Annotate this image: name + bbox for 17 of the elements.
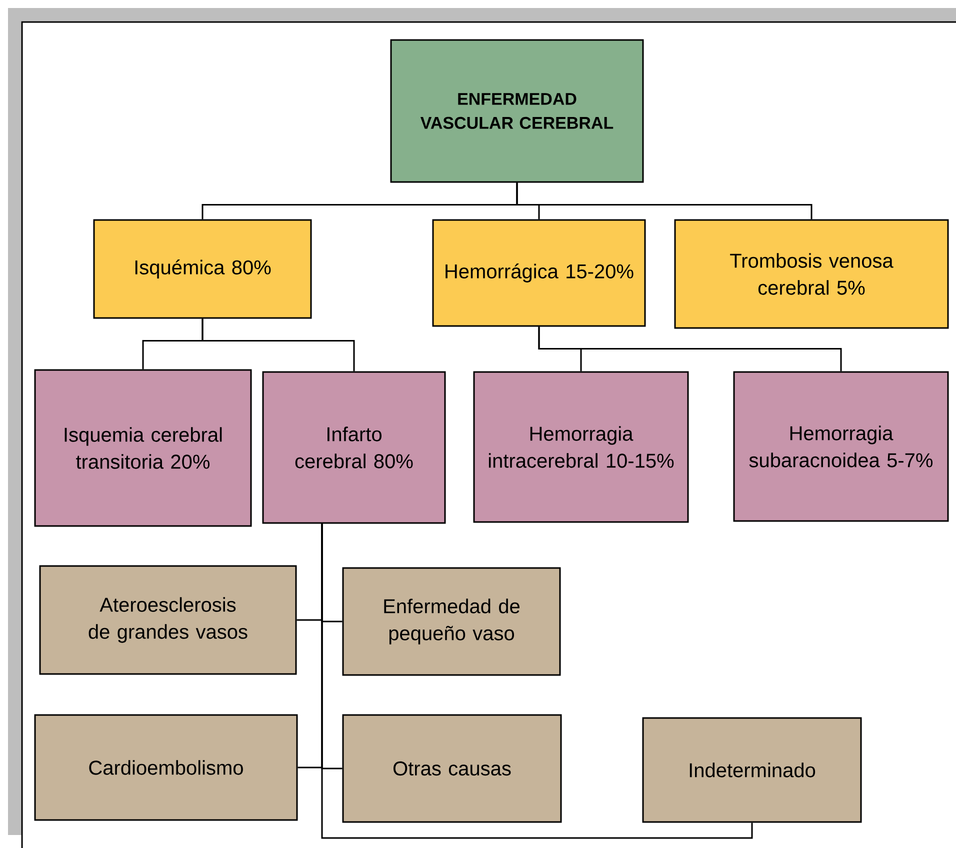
category-box: Isquémica 80% [93,219,312,319]
cause-box: Otras causas [342,714,562,823]
cause-box: Indeterminado [642,717,862,823]
category-box: Hemorrágica 15-20% [432,219,646,327]
connector-line [516,182,812,220]
connector-line [321,523,753,839]
category-box: Trombosis venosa cerebral 5% [674,219,949,329]
cause-box: Enfermedad de pequeño vaso [342,567,561,676]
title-box: ENFERMEDAD VASCULAR CEREBRAL [390,39,644,183]
subtype-box: Hemorragia subaracnoidea 5-7% [733,371,949,522]
connector-line [538,326,842,372]
cause-box: Ateroesclerosis de grandes vasos [39,565,297,675]
subtype-box: Hemorragia intracerebral 10-15% [473,371,689,523]
subtype-box: Infarto cerebral 80% [262,371,446,524]
cause-box: Cardioembolismo [34,714,298,821]
connector-line [202,318,355,372]
subtype-box: Isquemia cerebral transitoria 20% [34,369,252,527]
